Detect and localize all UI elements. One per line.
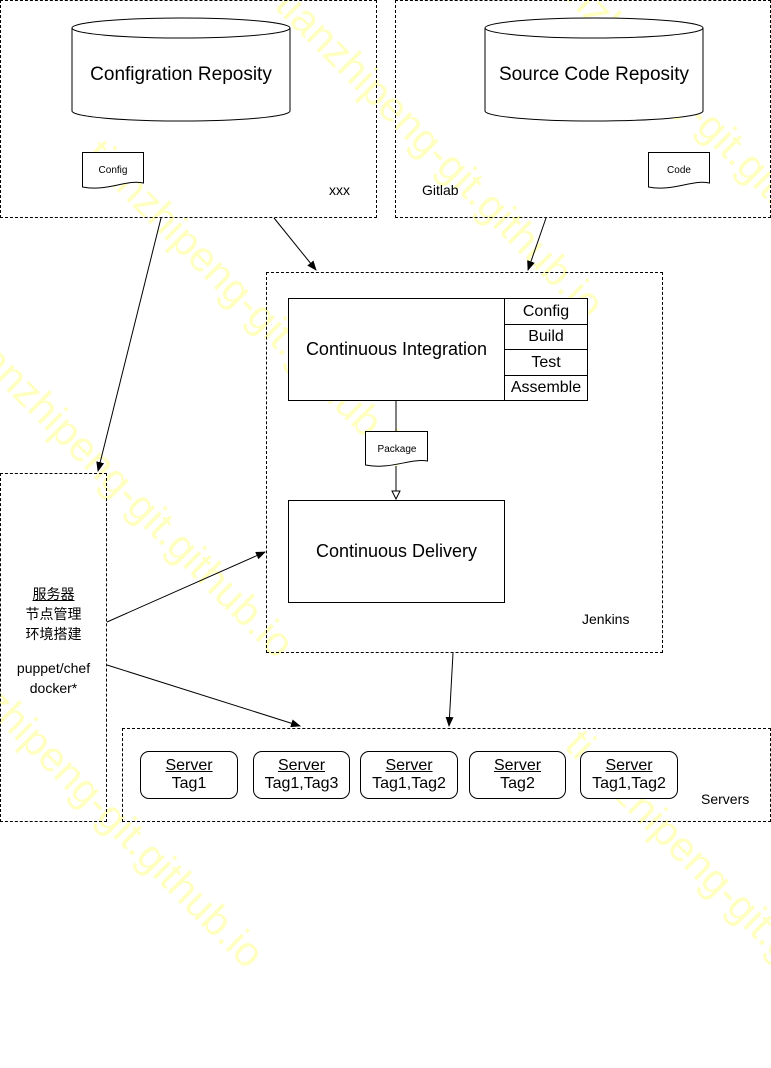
ci-step-test: Test (505, 350, 587, 376)
code-document-label: Code (667, 164, 691, 176)
server-mgmt-tool: puppet/chef (16, 660, 91, 676)
server-tags: Tag1,Tag2 (372, 775, 446, 792)
server-tags: Tag1,Tag3 (264, 775, 339, 792)
server-tags: Tag1,Tag2 (592, 775, 666, 792)
source-repository-cylinder (484, 17, 704, 122)
arrow-config-to-jenkins (273, 217, 317, 271)
config-document-icon (82, 152, 144, 189)
server-node: Server Tag1 (140, 751, 238, 799)
arrow-config-to-server-mgmt (96, 217, 162, 472)
config-repo-group (0, 0, 377, 218)
config-document-label: Config (98, 164, 128, 176)
server-node: Server Tag1,Tag3 (253, 751, 350, 799)
source-group-label: Gitlab (422, 182, 459, 198)
source-repository-label: Source Code Reposity (498, 64, 690, 85)
server-name: Server (605, 757, 653, 774)
jenkins-group (266, 272, 663, 653)
server-name: Server (493, 757, 542, 774)
server-mgmt-title: 服务器 (32, 586, 75, 602)
jenkins-group-label: Jenkins (582, 611, 630, 627)
servers-group-label: Servers (701, 791, 750, 807)
ci-step-assemble: Assemble (510, 379, 582, 396)
continuous-delivery-label: Continuous Delivery (315, 541, 478, 561)
code-document-icon (648, 152, 710, 189)
server-tags: Tag1 (171, 775, 207, 792)
server-node: Server Tag1,Tag2 (580, 751, 678, 799)
server-name: Server (277, 757, 326, 774)
server-name: Server (165, 757, 213, 774)
continuous-integration-label: Continuous Integration (305, 339, 488, 359)
server-mgmt-line: 节点管理 (25, 606, 82, 622)
arrow-server-mgmt-to-servers (106, 664, 301, 728)
arrow-jenkins-to-servers (445, 652, 454, 727)
arrow-source-to-jenkins (527, 217, 547, 271)
server-name: Server (385, 757, 433, 774)
server-mgmt-line: 环境搭建 (25, 626, 82, 642)
package-document-icon (365, 431, 428, 467)
ci-steps-list: Config Build Test Assemble (504, 298, 588, 401)
config-repository-cylinder (71, 17, 291, 122)
package-document-label: Package (377, 443, 417, 455)
ci-step-build: Build (505, 325, 587, 350)
server-management-text: 服务器 节点管理 环境搭建 puppet/chef docker* (0, 584, 107, 698)
config-repository-label: Configration Reposity (90, 64, 272, 85)
arrow-server-mgmt-to-jenkins (106, 551, 266, 623)
config-group-label: xxx (329, 182, 350, 198)
continuous-delivery-box: Continuous Delivery (288, 500, 505, 603)
ci-step-config: Config (505, 299, 587, 325)
server-mgmt-tool: docker* (29, 680, 78, 696)
server-node: Server Tag1,Tag2 (360, 751, 458, 799)
server-tags: Tag2 (500, 775, 535, 792)
server-node: Server Tag2 (469, 751, 566, 799)
